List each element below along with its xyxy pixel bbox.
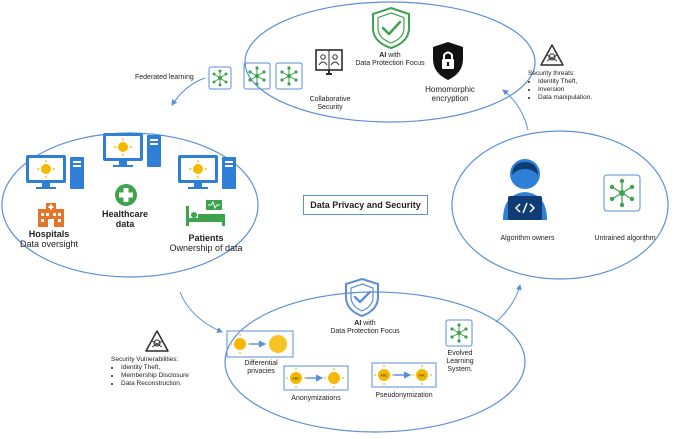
bottom-ai-with: with [361,320,376,327]
vulnerability-item: Identity Theft, [121,364,189,372]
top-ai-with: with [386,52,401,59]
top-ai-strong: AI [379,52,387,59]
threat-item: Identity Theft, [538,78,592,86]
top-ai-label: AI with Data Protection Focus [355,52,425,68]
vulnerability-item: Data Reconstruction. [121,380,189,388]
anonymizations-label: Anonymizations [291,395,341,402]
differential-privacies-label: Differential privacies [236,360,286,376]
shield-check-icon [345,277,379,318]
network-node-icon [445,319,473,347]
hospitals-label: Hospitals Data oversight [18,229,80,250]
collab-line2: Security [317,104,343,112]
security-vulnerabilities-list: Security Vulnerabilities: Identity Theft… [111,356,189,389]
top-circle [244,1,536,123]
bottom-ai-line2: Data Protection Focus [330,328,400,336]
patient-bed-icon [186,200,225,226]
threat-item: Inversion [538,86,592,94]
lock-shield-icon [433,42,463,80]
threat-item: Data manipulation. [538,94,592,102]
evolved-line3: System. [447,366,473,374]
diff-line2: privacies [247,368,275,376]
arrow-right-to-top [502,89,529,131]
network-node-icon [603,174,641,212]
sun-badge-label: ABC [418,374,426,378]
collaborative-security-label: Collaborative Security [302,96,358,112]
arrow-federated-to-left [171,77,206,106]
hospitals-sub: Data oversight [19,239,79,250]
hospital-building-icon [38,203,64,227]
evolved-line2: Learning [446,358,474,366]
vulnerability-item: Membership Disclosure [121,372,189,380]
anonymization-icon: ABC [283,365,349,391]
pseudonymization-icon: ABC ABC [371,362,437,388]
vulnerabilities-heading: Security Vulnerabilities: [111,356,179,363]
diagram-title: Data Privacy and Security [303,195,428,215]
patients-sub: Ownership of data [169,243,243,254]
computer-icon [26,155,84,189]
warning-triangle-icon [540,44,564,66]
diff-line1: Differential [244,360,278,367]
differential-privacy-icon [226,330,294,358]
healthcare-line2: data [115,219,135,230]
hospitals-title: Hospitals [28,229,70,239]
bottom-ai-strong: AI [354,320,362,327]
shield-check-icon [372,6,410,50]
developer-person-icon [503,159,547,220]
homo-line1: Homomorphic [425,85,475,94]
pseudonymization-label: Pseudonymization [375,392,433,399]
computer-icon [178,155,236,189]
sun-badge-label: ABC [380,374,388,378]
patients-label: Patients Ownership of data [166,233,246,254]
network-node-icon [243,62,271,90]
network-node-icon [275,62,303,90]
video-conference-icon [315,49,343,75]
healthcare-line1: Healthcare [101,209,149,219]
medical-cross-icon [115,184,137,206]
top-ai-line2: Data Protection Focus [355,60,425,68]
threats-heading: Security threats: [528,70,575,77]
right-circle [451,130,669,280]
evolved-learning-label: Evolved Learning System. [440,350,480,374]
network-node-icon [208,66,232,90]
patients-title: Patients [188,233,224,243]
evolved-line1: Evolved [447,350,473,357]
warning-triangle-icon [145,330,169,352]
homomorphic-encryption-label: Homomorphic encryption [420,85,480,103]
arrow-bottom-to-right [495,284,522,323]
untrained-algorithm-label: Untrained algorithm [594,235,656,242]
collab-line1: Collaborative [309,96,351,103]
homo-line2: encryption [431,94,469,104]
bottom-ai-label: AI with Data Protection Focus [325,320,405,336]
computer-icon [103,133,161,167]
arrow-left-to-bottom [179,291,223,333]
bottom-circle [224,291,526,433]
federated-learning-label: Federated learning [135,74,194,81]
algorithm-owners-label: Algorithm owners [500,235,555,242]
sun-badge-label: ABC [292,377,300,381]
healthcare-data-label: Healthcare data [100,209,150,230]
security-threats-list: Security threats: Identity Theft, Invers… [528,70,592,103]
